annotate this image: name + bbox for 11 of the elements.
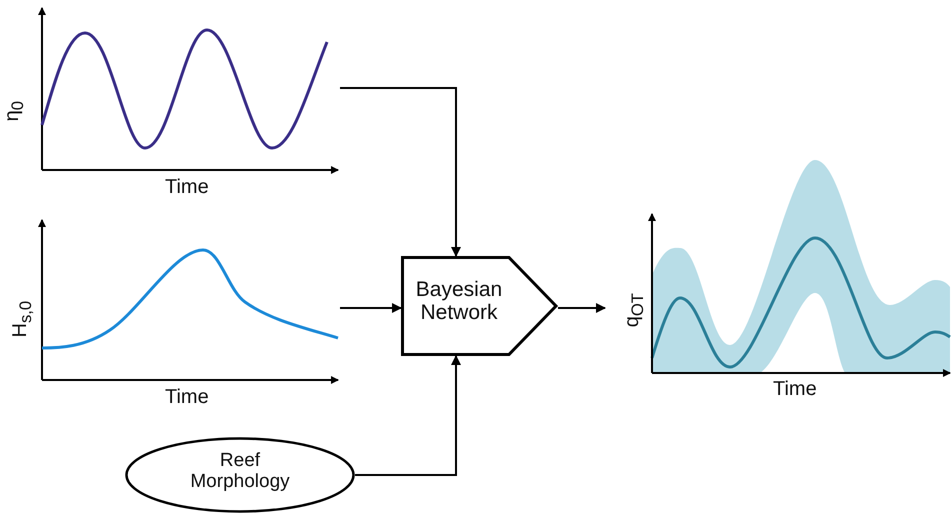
arrow xyxy=(340,303,402,313)
axis-label: Time xyxy=(165,176,209,198)
node-label: Reef Morphology xyxy=(189,451,291,493)
arrow xyxy=(558,303,606,313)
axis-label: Time xyxy=(165,386,209,408)
node-label: Bayesian Network xyxy=(414,278,504,324)
arrow xyxy=(340,87,461,257)
arrow xyxy=(355,355,461,476)
process-block xyxy=(401,256,558,356)
input-ellipse xyxy=(125,437,355,513)
axis-label: Time xyxy=(773,378,817,400)
